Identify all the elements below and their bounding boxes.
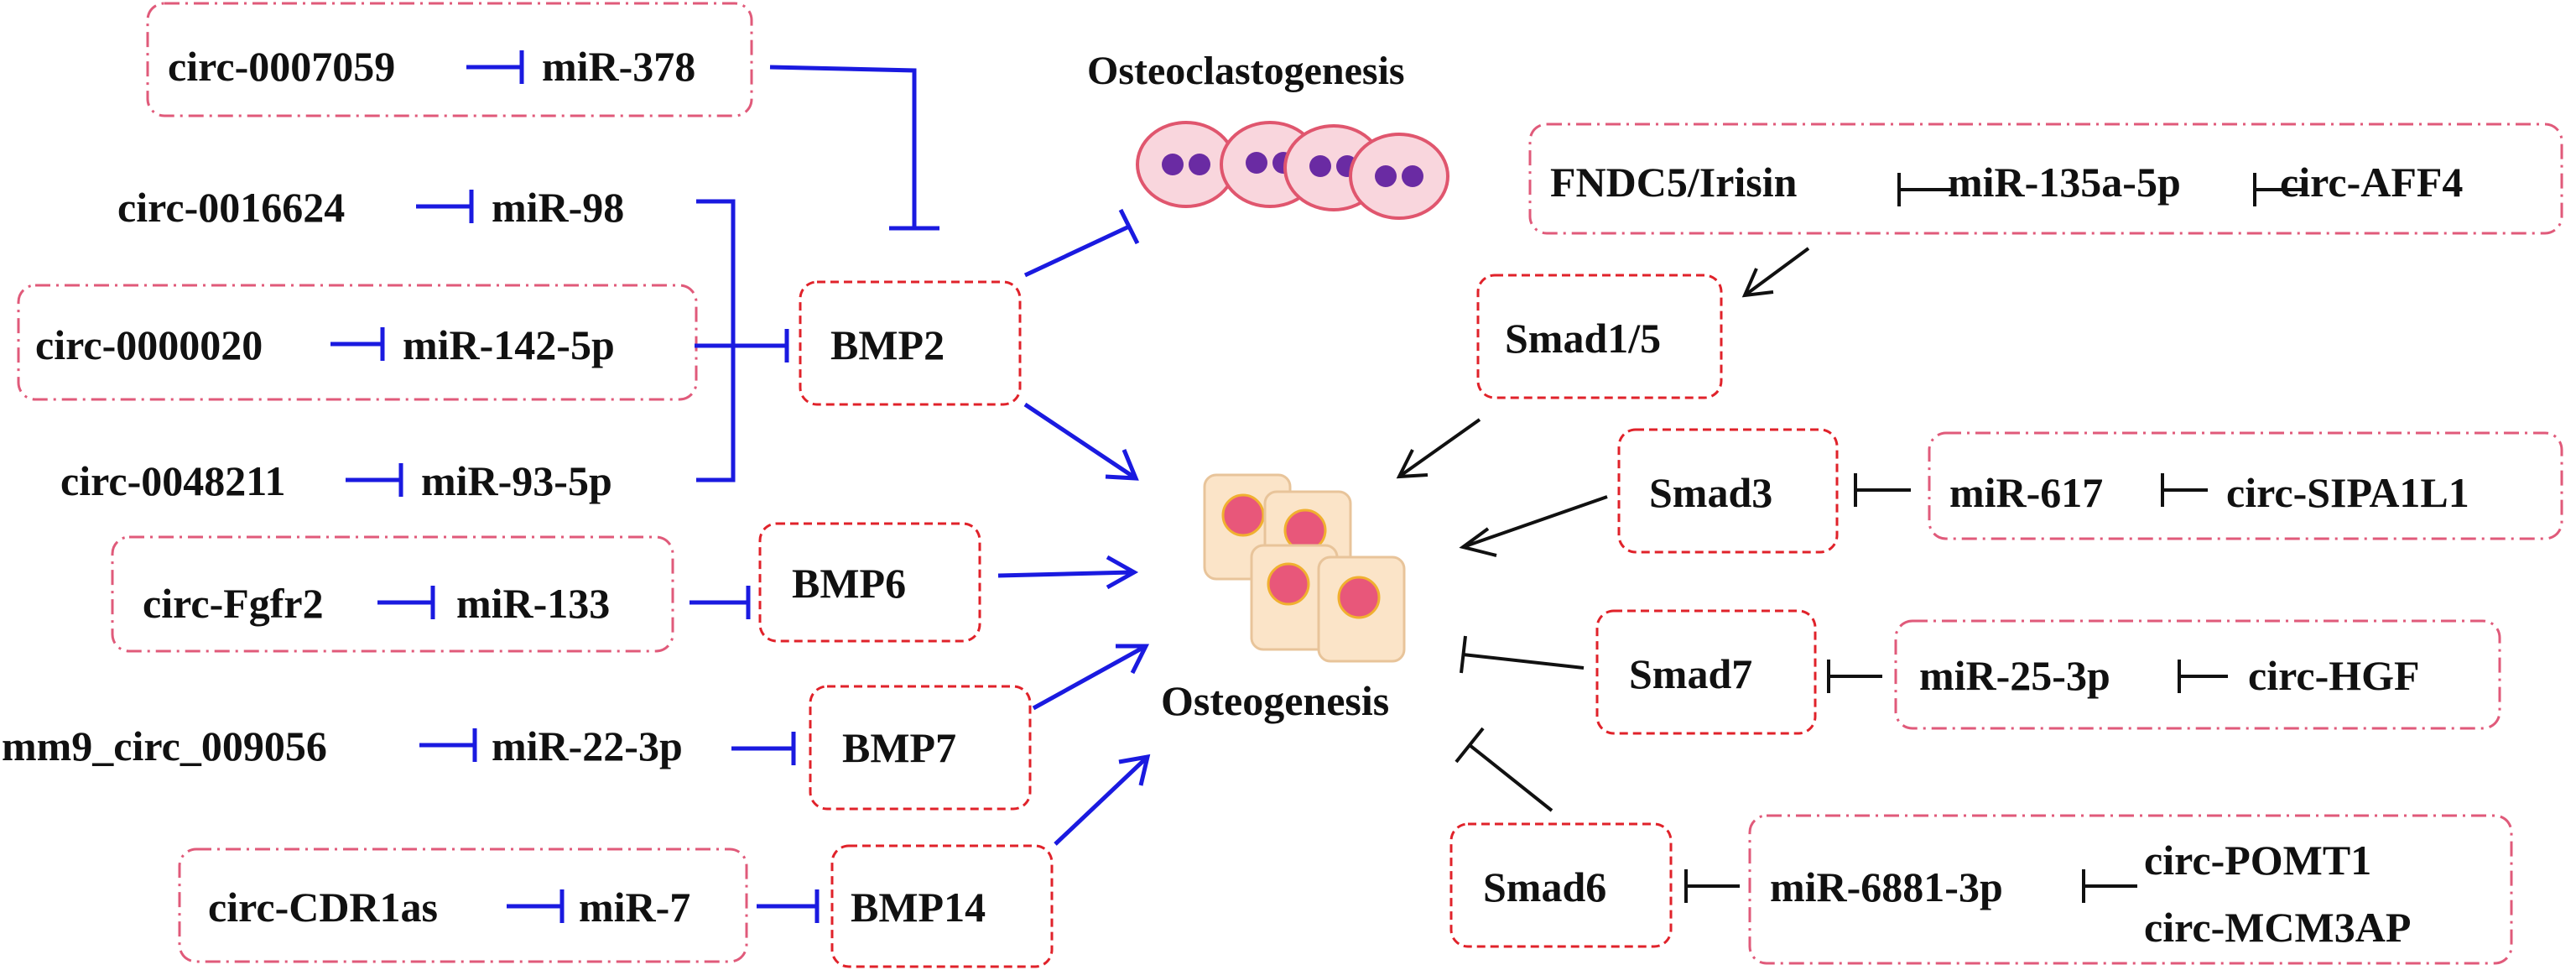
smad6-label: Smad6 — [1483, 863, 1606, 910]
inhibit-mir-378-bmp2 — [769, 65, 917, 228]
mir-135a-5p-label: miR-135a-5p — [1948, 159, 2181, 206]
osteoclast-cell — [1349, 133, 1449, 220]
bmp7-box — [809, 685, 1032, 811]
circ-hgf-label: circ-HGF — [2248, 652, 2420, 699]
osteoblast-cell — [1317, 555, 1406, 663]
circ-0048211-label: circ-0048211 — [60, 457, 285, 504]
osteoclast-cells-illustration — [1136, 121, 1449, 220]
smad3-label: Smad3 — [1649, 469, 1772, 516]
bracket-mirs-bmp2 — [696, 199, 736, 482]
osteoclast-cell — [1136, 121, 1236, 208]
labels: Osteoclastogenesis Osteogenesis circ-000… — [2, 43, 2469, 951]
activate-bmp7-osteogenesis — [1032, 644, 1147, 711]
inhibit-smad7-osteogenesis — [1462, 653, 1585, 670]
circ-0007059-group-box — [146, 2, 753, 117]
activate-smad1-5-osteogenesis — [1397, 418, 1481, 478]
smad1-5-label: Smad1/5 — [1505, 315, 1661, 362]
circ-0016624-label: circ-0016624 — [117, 184, 345, 231]
circ-0000020-label: circ-0000020 — [35, 321, 263, 368]
bmp14-label: BMP14 — [851, 884, 986, 931]
boxes — [17, 2, 2563, 968]
mm9-circ-009056-label: mm9_circ_009056 — [2, 722, 327, 769]
inhibit-smad6-osteogenesis — [1468, 743, 1553, 812]
mir-98-label: miR-98 — [492, 184, 624, 231]
mir-133-label: miR-133 — [456, 580, 610, 627]
mir-22-3p-label: miR-22-3p — [492, 722, 683, 769]
bmp2-box — [799, 280, 1022, 406]
mir-25-3p-label: miR-25-3p — [1919, 652, 2110, 699]
bmp2-label: BMP2 — [830, 321, 945, 368]
mir-617-group-box — [1928, 431, 2563, 540]
circ-mcm3ap-label: circ-MCM3AP — [2144, 904, 2411, 951]
osteoblast-cells-illustration — [1203, 473, 1406, 663]
mir-142-5p-label: miR-142-5p — [403, 321, 615, 368]
inhibit-smad7-osteogenesis-bar — [1460, 635, 1467, 674]
smad6-box — [1449, 822, 1673, 948]
blue-connectors — [330, 50, 1151, 923]
circ-0007059-label: circ-0007059 — [168, 43, 395, 90]
osteoblast-cell — [1250, 544, 1339, 651]
circ-pomt1-label: circ-POMT1 — [2144, 837, 2371, 884]
bmp6-label: BMP6 — [792, 560, 906, 607]
activate-smad3-osteogenesis — [1462, 495, 1608, 549]
inhibit-bmp2-osteoclastogenesis — [1023, 224, 1131, 278]
smad7-label: Smad7 — [1629, 650, 1752, 697]
circ-aff4-label: circ-AFF4 — [2280, 159, 2463, 206]
black-connectors — [1396, 173, 2307, 903]
activate-bmp14-osteogenesis — [1054, 755, 1149, 846]
smad1-5-box — [1476, 274, 1723, 399]
activate-bmp7-osteogenesis-head — [1116, 644, 1150, 675]
circ-0000020-group-box — [17, 284, 698, 401]
activate-bmp6-osteogenesis — [997, 570, 1133, 578]
fndc5-group-box — [1528, 123, 2563, 235]
activate-bmp14-osteogenesis-head — [1118, 754, 1151, 786]
mir-6881-3p-group-box — [1748, 814, 2513, 965]
smad7-box — [1595, 609, 1817, 735]
mir-93-5p-label: miR-93-5p — [421, 457, 612, 504]
mir-378-label: miR-378 — [542, 43, 695, 90]
circ-cdr1as-label: circ-CDR1as — [208, 884, 438, 931]
mir-6881-3p-label: miR-6881-3p — [1770, 863, 2003, 910]
activate-bmp6-osteogenesis-head — [1106, 555, 1139, 590]
smad3-box — [1617, 428, 1839, 554]
activate-smad3-osteogenesis-head — [1459, 527, 1497, 557]
circ-fgfr2-label: circ-Fgfr2 — [143, 580, 324, 627]
osteogenesis-label: Osteogenesis — [1161, 677, 1389, 724]
mir-7-label: miR-7 — [579, 884, 690, 931]
activate-bmp2-osteogenesis — [1023, 402, 1137, 481]
circ-fgfr2-group-box — [111, 535, 674, 653]
mir-617-label: miR-617 — [1949, 469, 2103, 516]
circ-cdr1as-group-box — [178, 847, 748, 963]
osteoclastogenesis-label: Osteoclastogenesis — [1087, 49, 1405, 93]
bmp14-box — [830, 844, 1054, 968]
bmp7-label: BMP7 — [842, 724, 956, 771]
activate-fndc5-smad1-5 — [1743, 247, 1810, 297]
activate-smad1-5-osteogenesis-head — [1396, 449, 1429, 479]
inhibit-bmp2-osteoclastogenesis-bar — [1118, 208, 1140, 245]
inhibit-smad6-osteogenesis-bar — [1455, 727, 1485, 764]
mir-25-3p-group-box — [1894, 619, 2501, 730]
activate-bmp2-osteogenesis-head — [1105, 449, 1139, 481]
circ-sipa1l1-label: circ-SIPA1L1 — [2226, 469, 2469, 516]
fndc5-irisin-label: FNDC5/Irisin — [1550, 159, 1798, 206]
activate-fndc5-smad1-5-head — [1741, 268, 1774, 298]
